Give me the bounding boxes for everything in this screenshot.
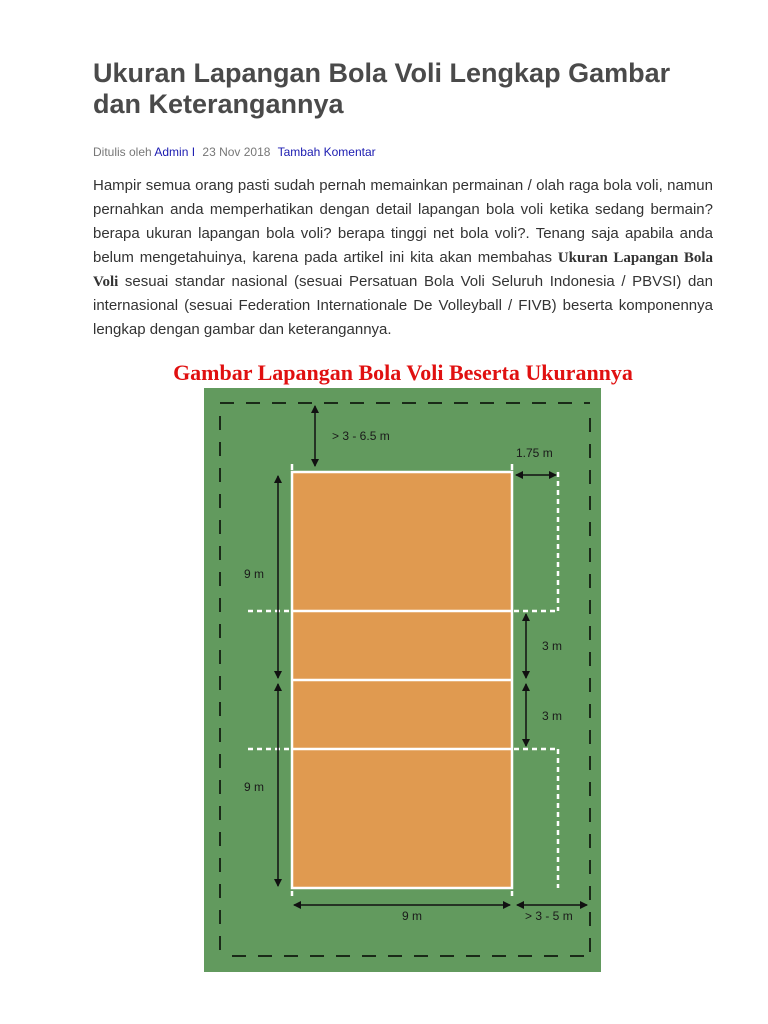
label-substitution-zone: 1.75 m bbox=[516, 446, 553, 460]
dotted-extensions bbox=[248, 464, 560, 896]
meta-prefix: Ditulis oleh bbox=[93, 145, 152, 159]
add-comment-link[interactable]: Tambah Komentar bbox=[277, 145, 376, 159]
label-free-zone-end: > 3 - 6.5 m bbox=[332, 429, 390, 443]
paragraph-text-2: sesuai standar nasional (sesuai Persatua… bbox=[93, 273, 713, 338]
article-intro-paragraph: Hampir semua orang pasti sudah pernah me… bbox=[93, 174, 713, 342]
label-free-zone-side: > 3 - 5 m bbox=[525, 909, 573, 923]
paragraph-text-1: Hampir semua orang pasti sudah pernah me… bbox=[93, 177, 713, 266]
label-half-length-top: 9 m bbox=[244, 567, 264, 581]
article-meta: Ditulis oleh Admin I 23 Nov 2018 Tambah … bbox=[93, 145, 376, 159]
author-link[interactable]: Admin I bbox=[154, 145, 196, 159]
label-court-width: 9 m bbox=[402, 909, 422, 923]
volleyball-court-diagram: > 3 - 6.5 m 1.75 m 9 m 9 m 3 m 3 m 9 m >… bbox=[204, 388, 601, 972]
post-date: 23 Nov 2018 bbox=[202, 145, 271, 159]
free-zone-boundary bbox=[219, 402, 591, 958]
figure-title: Gambar Lapangan Bola Voli Beserta Ukuran… bbox=[173, 360, 633, 385]
label-half-length-bottom: 9 m bbox=[244, 780, 264, 794]
label-attack-zone-bottom: 3 m bbox=[542, 709, 562, 723]
paragraph-bold-keyword: Ukuran Lapangan Bola Voli bbox=[93, 250, 713, 290]
article-title: Ukuran Lapangan Bola Voli Lengkap Gambar… bbox=[93, 58, 671, 119]
label-attack-zone-top: 3 m bbox=[542, 639, 562, 653]
